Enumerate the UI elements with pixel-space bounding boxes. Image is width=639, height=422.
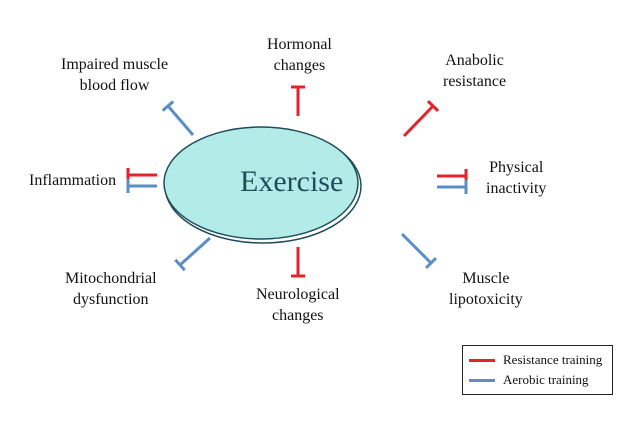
factor-label-line: resistance — [443, 73, 507, 90]
factor-label-inflammation: Inflammation — [29, 170, 116, 191]
factor-label-neurological-changes: Neurological changes — [256, 284, 340, 326]
factor-label-line: Anabolic — [445, 52, 504, 69]
factor-label-hormonal-changes: Hormonal changes — [267, 34, 332, 76]
inhibitor-resistance-anabolic-resistance — [402, 100, 440, 138]
factor-label-line: inactivity — [486, 180, 547, 197]
factor-label-impaired-muscle-blood-flow: Impaired muscle blood flow — [61, 54, 168, 96]
factor-label-line: Hormonal — [267, 36, 332, 53]
factor-label-line: changes — [273, 57, 326, 74]
factor-label-muscle-lipotoxicity: Muscle lipotoxicity — [449, 268, 523, 310]
factor-label-line: Inflammation — [29, 172, 117, 189]
inhibitor-shaft — [178, 236, 212, 267]
exercise-ellipse — [163, 126, 359, 240]
inhibitor-shaft — [402, 104, 435, 138]
inhibitor-resistance-hormonal-changes — [291, 85, 305, 116]
legend-swatch-aerobic — [469, 378, 495, 382]
factor-label-line: blood flow — [79, 77, 150, 94]
center-label: Exercise — [240, 165, 344, 198]
inhibitor-aerobic-inflammation — [126, 179, 157, 193]
factor-label-anabolic-resistance: Anabolic resistance — [443, 50, 506, 92]
factor-label-line: dysfunction — [73, 291, 149, 308]
inhibitor-aerobic-physical-inactivity — [437, 180, 468, 194]
inhibitor-shaft — [400, 232, 433, 265]
inhibitor-resistance-physical-inactivity — [437, 169, 468, 183]
inhibitor-cap — [161, 100, 175, 112]
factor-label-line: Mitochondrial — [65, 270, 157, 287]
legend-item-aerobic: Aerobic training — [469, 370, 589, 390]
inhibitor-cap — [424, 256, 438, 270]
legend-label: Resistance training — [503, 352, 603, 367]
inhibitor-layer — [126, 85, 468, 278]
legend-item-resistance: Resistance training — [469, 350, 602, 370]
inhibitor-aerobic-impaired-muscle-blood-flow — [161, 100, 195, 136]
factor-label-line: Neurological — [256, 286, 340, 303]
inhibitor-cap — [174, 258, 186, 272]
factor-label-line: Muscle — [462, 270, 510, 287]
factor-label-line: lipotoxicity — [449, 291, 523, 308]
inhibitor-resistance-inflammation — [126, 168, 157, 182]
factor-label-line: Physical — [489, 159, 544, 176]
inhibitor-aerobic-mitochondrial-dysfunction — [174, 236, 212, 272]
inhibitor-shaft — [166, 105, 195, 136]
factor-label-line: Impaired muscle — [61, 56, 169, 73]
legend: Resistance training Aerobic training — [462, 345, 613, 395]
factor-label-physical-inactivity: Physical inactivity — [486, 157, 546, 199]
inhibitor-resistance-neurological-changes — [291, 247, 305, 278]
inhibitor-cap — [426, 100, 440, 112]
factor-label-line: changes — [272, 307, 324, 324]
legend-label: Aerobic training — [503, 372, 589, 387]
legend-swatch-resistance — [469, 358, 495, 362]
inhibitor-aerobic-muscle-lipotoxicity — [400, 232, 438, 270]
factor-label-mitochondrial-dysfunction: Mitochondrial dysfunction — [65, 268, 157, 310]
